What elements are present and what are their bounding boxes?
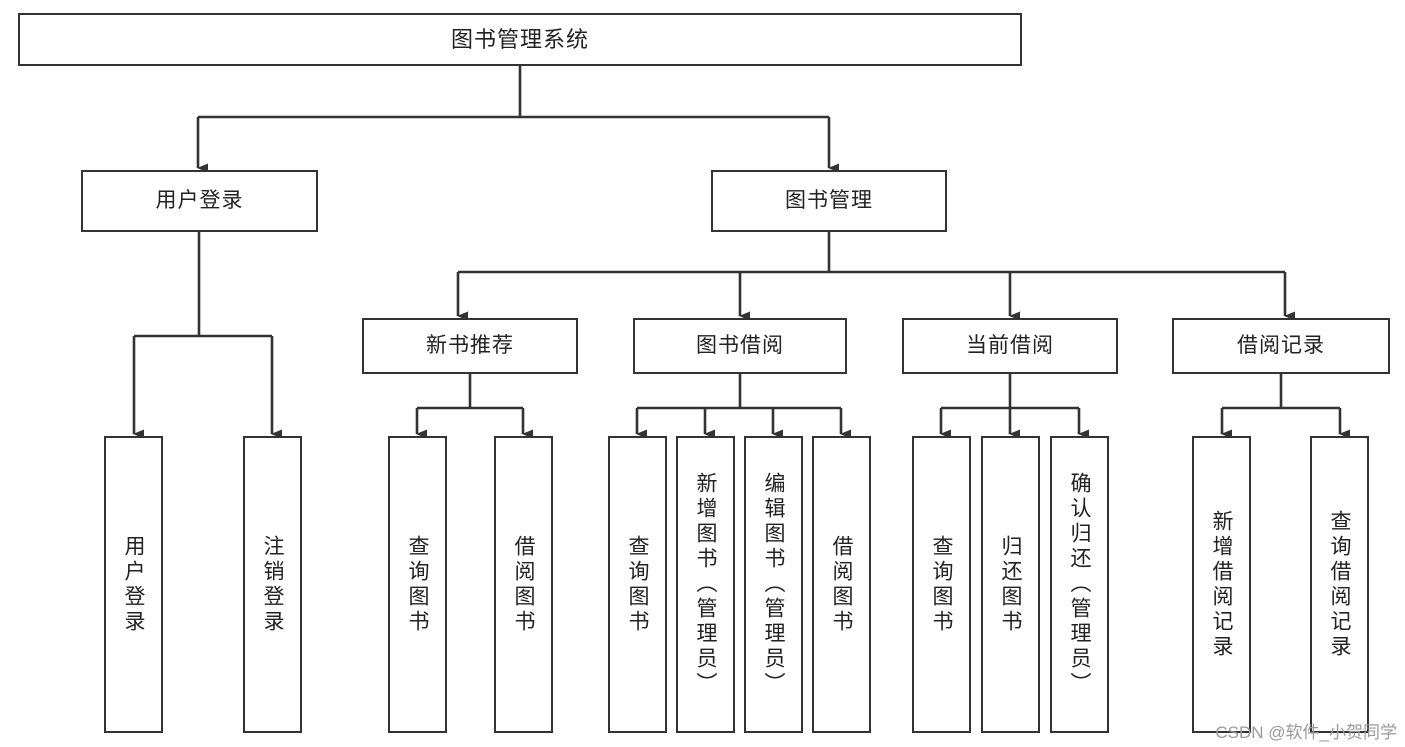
leaf-add-book-admin-label: 新增图书（管理员） [694,472,717,697]
leaf-logout-label: 注销登录 [261,534,284,635]
leaf-edit-book-admin-label: 编辑图书（管理员） [762,472,785,697]
leaf-borrow-query-books-label: 查询图书 [626,534,649,635]
node-borrowing-records-label: 借阅记录 [1237,333,1325,357]
node-new-book-recommendation[interactable]: 新书推荐 [362,318,578,374]
leaf-newbook-query-books-label: 查询图书 [406,534,429,635]
leaf-confirm-return-admin-label: 确认归还（管理员） [1068,472,1091,697]
leaf-borrow-books[interactable]: 借阅图书 [812,436,871,733]
leaf-logout[interactable]: 注销登录 [243,436,302,733]
leaf-edit-book-admin[interactable]: 编辑图书（管理员） [744,436,803,733]
leaf-return-books-label: 归还图书 [999,534,1022,635]
node-current-borrowing-label: 当前借阅 [966,333,1054,357]
connectors [132,66,1350,439]
leaf-newbook-borrow-books-label: 借阅图书 [512,534,535,635]
leaf-add-borrow-record-label: 新增借阅记录 [1210,509,1233,660]
node-borrowing-records[interactable]: 借阅记录 [1172,318,1390,374]
leaf-add-book-admin[interactable]: 新增图书（管理员） [676,436,735,733]
node-root-book-management-system[interactable]: 图书管理系统 [18,13,1022,66]
node-book-management-label: 图书管理 [785,188,873,212]
node-book-borrowing[interactable]: 图书借阅 [633,318,847,374]
leaf-current-query-books[interactable]: 查询图书 [912,436,971,733]
leaf-newbook-query-books[interactable]: 查询图书 [388,436,447,733]
node-current-borrowing[interactable]: 当前借阅 [902,318,1118,374]
watermark-csdn: CSDN @软件_小贺同学 [1215,723,1397,742]
node-book-management[interactable]: 图书管理 [711,170,947,232]
leaf-borrow-query-books[interactable]: 查询图书 [608,436,667,733]
node-new-book-recommendation-label: 新书推荐 [426,333,514,357]
leaf-query-borrow-record[interactable]: 查询借阅记录 [1310,436,1369,733]
node-book-borrowing-label: 图书借阅 [696,333,784,357]
leaf-current-query-books-label: 查询图书 [930,534,953,635]
leaf-user-login[interactable]: 用户登录 [104,436,163,733]
leaf-return-books[interactable]: 归还图书 [981,436,1040,733]
node-root-label: 图书管理系统 [450,26,589,52]
leaf-confirm-return-admin[interactable]: 确认归还（管理员） [1050,436,1109,733]
node-user-login[interactable]: 用户登录 [81,170,318,232]
leaf-newbook-borrow-books[interactable]: 借阅图书 [494,436,553,733]
leaf-query-borrow-record-label: 查询借阅记录 [1328,509,1351,660]
node-user-login-label: 用户登录 [155,188,244,212]
leaf-borrow-books-label: 借阅图书 [830,534,853,635]
leaf-user-login-label: 用户登录 [122,534,145,635]
leaf-add-borrow-record[interactable]: 新增借阅记录 [1192,436,1251,733]
